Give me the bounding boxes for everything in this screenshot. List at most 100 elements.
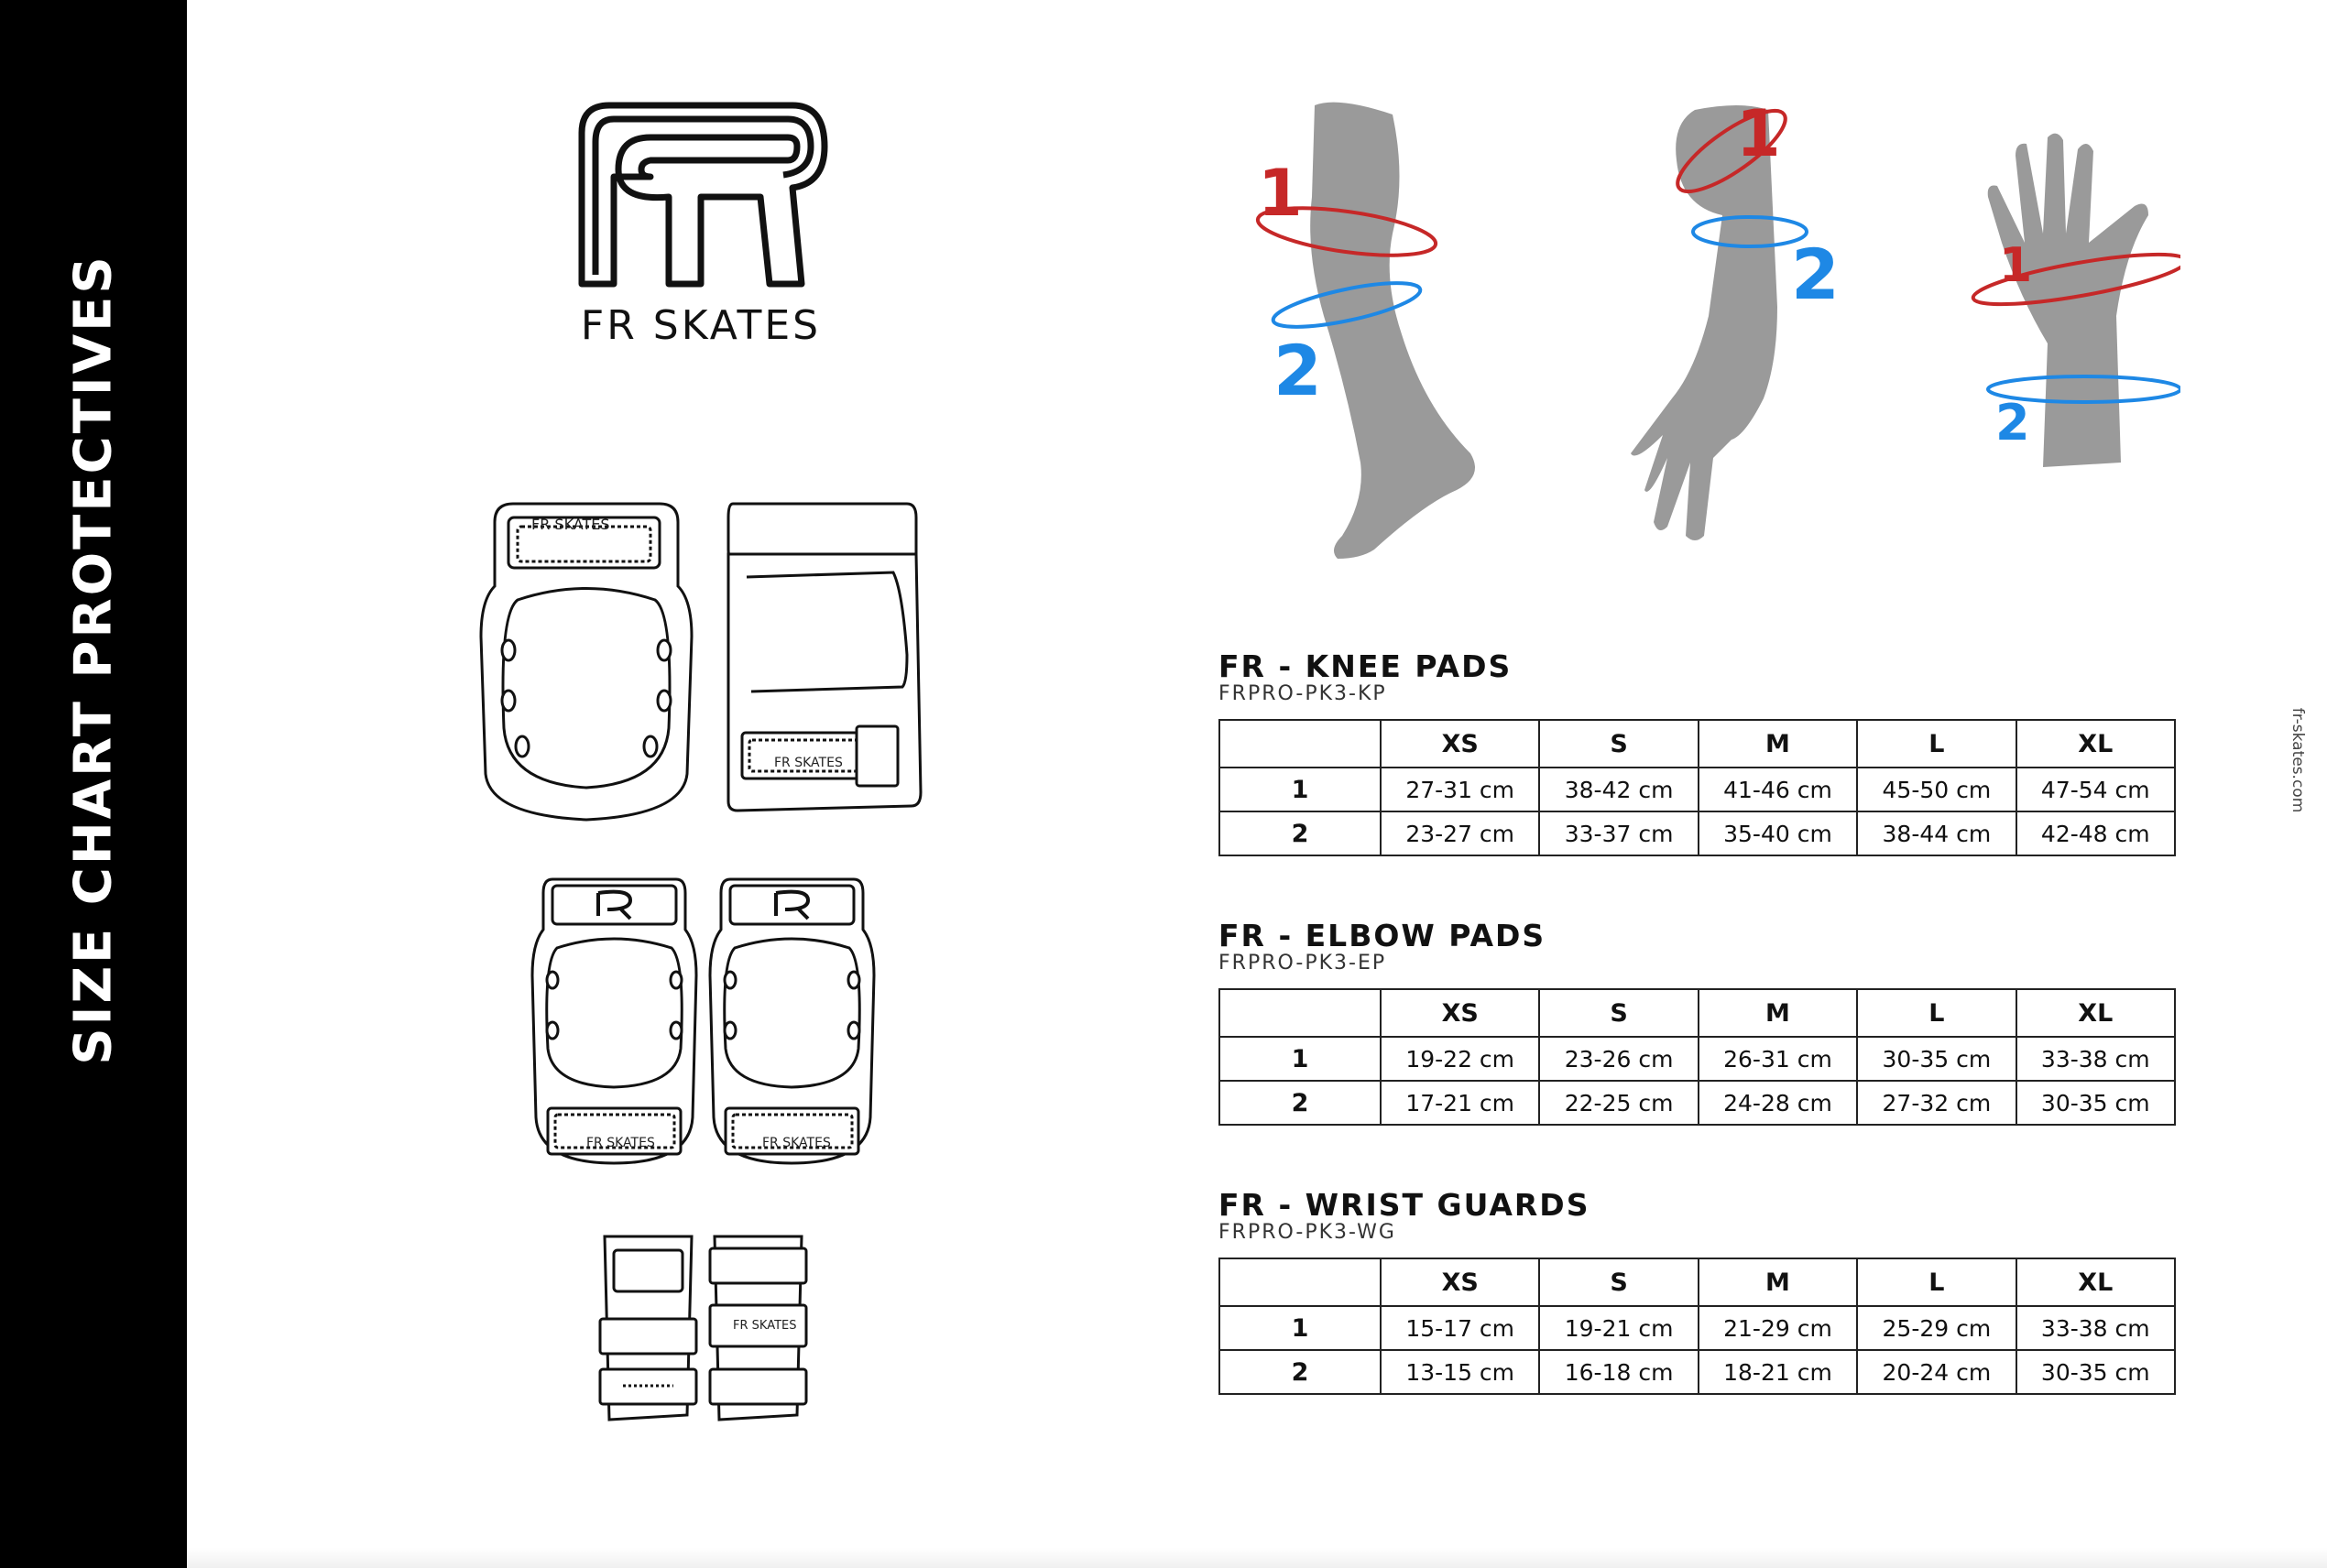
size-header: XL xyxy=(2015,1258,2177,1307)
size-value: 25-29 cm xyxy=(1856,1305,2017,1351)
elbow-pad-right-icon xyxy=(708,877,876,1165)
size-header: XS xyxy=(1379,1258,1541,1307)
knee-pads-table: XS S M L XL 1 27-31 cm 38-42 cm 41-46 cm… xyxy=(1218,719,2177,856)
elbow-pads-title: FR - ELBOW PADS xyxy=(1218,918,1546,953)
size-value: 16-18 cm xyxy=(1538,1349,1699,1395)
size-value: 33-38 cm xyxy=(2015,1305,2177,1351)
knee-pad-back-label: FR SKATES xyxy=(774,756,843,770)
measure-label: 1 xyxy=(1218,1305,1382,1351)
table-header-row: XS S M L XL xyxy=(1218,988,2177,1038)
wrist-guards-table: XS S M L XL 1 15-17 cm 19-21 cm 21-29 cm… xyxy=(1218,1258,2177,1395)
size-value: 30-35 cm xyxy=(1856,1036,2017,1082)
elbow-pad-left-label: FR SKATES xyxy=(586,1136,655,1150)
size-value: 23-27 cm xyxy=(1379,811,1541,856)
wrist-guard-label: FR SKATES xyxy=(733,1319,797,1333)
table-corner-cell xyxy=(1218,988,1382,1038)
size-value: 33-38 cm xyxy=(2015,1036,2177,1082)
arm-figure-icon xyxy=(1631,105,1808,540)
table-row: 1 15-17 cm 19-21 cm 21-29 cm 25-29 cm 33… xyxy=(1218,1305,2177,1351)
size-header: XS xyxy=(1379,719,1541,768)
size-value: 38-42 cm xyxy=(1538,767,1699,812)
knee-pads-title: FR - KNEE PADS xyxy=(1218,648,1513,684)
size-header: L xyxy=(1856,1258,2017,1307)
size-header: XL xyxy=(2015,719,2177,768)
size-value: 27-31 cm xyxy=(1379,767,1541,812)
size-value: 22-25 cm xyxy=(1538,1080,1699,1126)
knee-pad-back-icon xyxy=(727,502,923,812)
size-value: 26-31 cm xyxy=(1697,1036,1859,1082)
table-row: 1 27-31 cm 38-42 cm 41-46 cm 45-50 cm 47… xyxy=(1218,767,2177,812)
size-header: M xyxy=(1697,988,1859,1038)
hand-figure-icon xyxy=(1971,133,2180,468)
size-header: L xyxy=(1856,988,2017,1038)
size-value: 18-21 cm xyxy=(1697,1349,1859,1395)
table-header-row: XS S M L XL xyxy=(1218,1258,2177,1307)
arm-marker-1: 1 xyxy=(1736,96,1781,171)
size-value: 30-35 cm xyxy=(2015,1349,2177,1395)
sidebar-title: SIZE CHART PROTECTIVES xyxy=(63,254,124,1065)
size-value: 19-21 cm xyxy=(1538,1305,1699,1351)
size-value: 33-37 cm xyxy=(1538,811,1699,856)
size-value: 35-40 cm xyxy=(1697,811,1859,856)
table-row: 2 23-27 cm 33-37 cm 35-40 cm 38-44 cm 42… xyxy=(1218,811,2177,856)
elbow-pad-right-label: FR SKATES xyxy=(762,1136,831,1150)
measure-label: 2 xyxy=(1218,1349,1382,1395)
size-value: 13-15 cm xyxy=(1379,1349,1541,1395)
size-value: 42-48 cm xyxy=(2015,811,2177,856)
brand-wordmark: FR SKATES xyxy=(580,302,822,349)
knee-pads-section: FR - KNEE PADS FRPRO-PK3-KP XS S M L XL … xyxy=(1218,648,2177,856)
size-header: XS xyxy=(1379,988,1541,1038)
size-header: S xyxy=(1538,988,1699,1038)
fr-logo-icon xyxy=(578,102,828,288)
size-value: 47-54 cm xyxy=(2015,767,2177,812)
table-header-row: XS S M L XL xyxy=(1218,719,2177,768)
size-value: 17-21 cm xyxy=(1379,1080,1541,1126)
size-value: 27-32 cm xyxy=(1856,1080,2017,1126)
wrist-guard-front-icon xyxy=(598,1235,698,1421)
table-corner-cell xyxy=(1218,719,1382,768)
table-row: 2 17-21 cm 22-25 cm 24-28 cm 27-32 cm 30… xyxy=(1218,1080,2177,1126)
size-header: XL xyxy=(2015,988,2177,1038)
wrist-guards-section: FR - WRIST GUARDS FRPRO-PK3-WG XS S M L … xyxy=(1218,1187,2177,1395)
elbow-pads-table: XS S M L XL 1 19-22 cm 23-26 cm 26-31 cm… xyxy=(1218,988,2177,1126)
size-value: 30-35 cm xyxy=(2015,1080,2177,1126)
hand-marker-1: 1 xyxy=(1999,238,2033,293)
arm-marker-2: 2 xyxy=(1791,234,1840,315)
table-row: 1 19-22 cm 23-26 cm 26-31 cm 30-35 cm 33… xyxy=(1218,1036,2177,1082)
knee-pad-front-icon xyxy=(479,502,694,822)
size-value: 41-46 cm xyxy=(1697,767,1859,812)
table-corner-cell xyxy=(1218,1258,1382,1307)
size-header: S xyxy=(1538,719,1699,768)
site-url: fr-skates.com xyxy=(2289,707,2307,813)
size-value: 19-22 cm xyxy=(1379,1036,1541,1082)
measure-label: 1 xyxy=(1218,767,1382,812)
bottom-shade xyxy=(187,1548,2327,1568)
measure-label: 1 xyxy=(1218,1036,1382,1082)
leg-marker-1: 1 xyxy=(1258,156,1303,231)
size-header: S xyxy=(1538,1258,1699,1307)
size-header: L xyxy=(1856,719,2017,768)
elbow-pads-section: FR - ELBOW PADS FRPRO-PK3-EP XS S M L XL… xyxy=(1218,918,2177,1126)
size-value: 20-24 cm xyxy=(1856,1349,2017,1395)
size-value: 23-26 cm xyxy=(1538,1036,1699,1082)
size-header: M xyxy=(1697,1258,1859,1307)
knee-pad-front-label: FR SKATES xyxy=(531,516,610,533)
wrist-guards-title: FR - WRIST GUARDS xyxy=(1218,1187,1590,1223)
elbow-pad-left-icon xyxy=(530,877,698,1165)
elbow-pads-code: FRPRO-PK3-EP xyxy=(1218,952,1387,975)
leg-figure-icon xyxy=(1255,102,1475,560)
size-value: 38-44 cm xyxy=(1856,811,2017,856)
size-value: 24-28 cm xyxy=(1697,1080,1859,1126)
sidebar: SIZE CHART PROTECTIVES xyxy=(0,0,187,1568)
size-value: 15-17 cm xyxy=(1379,1305,1541,1351)
size-value: 21-29 cm xyxy=(1697,1305,1859,1351)
wrist-guards-code: FRPRO-PK3-WG xyxy=(1218,1221,1396,1244)
size-header: M xyxy=(1697,719,1859,768)
hand-marker-2: 2 xyxy=(1995,394,2030,452)
table-row: 2 13-15 cm 16-18 cm 18-21 cm 20-24 cm 30… xyxy=(1218,1349,2177,1395)
knee-pads-code: FRPRO-PK3-KP xyxy=(1218,682,1387,705)
wrist-guard-back-icon xyxy=(708,1235,808,1421)
leg-marker-2: 2 xyxy=(1273,330,1322,411)
measure-label: 2 xyxy=(1218,1080,1382,1126)
measure-label: 2 xyxy=(1218,811,1382,856)
